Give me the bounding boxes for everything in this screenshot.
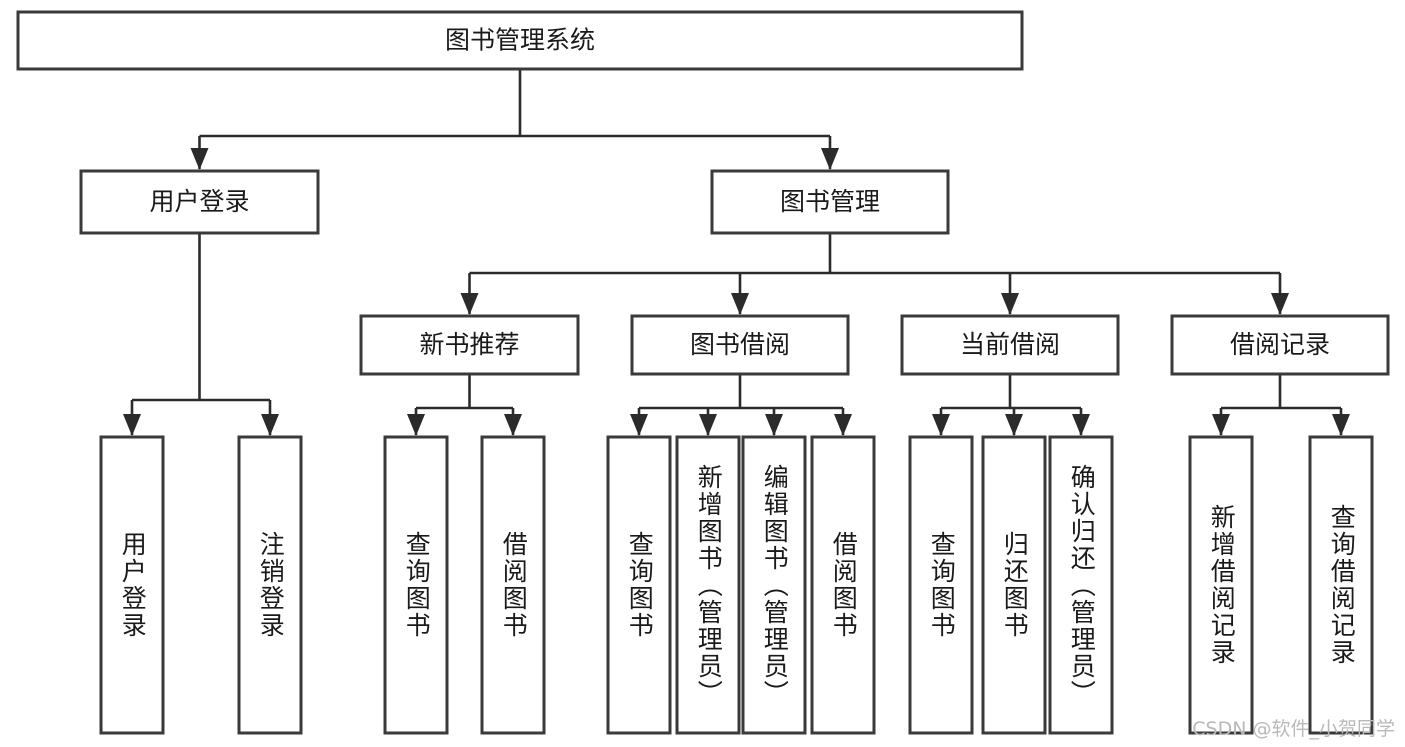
leaf-node-3[interactable] [480, 435, 546, 735]
connector-layer [123, 69, 1350, 436]
watermark-text: CSDN @软件_小贺同学 [1192, 718, 1395, 740]
leaf-node-1[interactable] [237, 435, 303, 735]
leaf-node-7[interactable] [810, 435, 876, 735]
level3-node-2[interactable] [900, 314, 1120, 376]
node-box-layer [16, 10, 1390, 735]
leaf-node-5[interactable] [675, 435, 741, 735]
root-node-book-management-system[interactable] [16, 10, 1024, 71]
root-node-book-management-system-label: 图书管理系统 [445, 26, 595, 55]
level3-node-3[interactable] [1170, 314, 1390, 376]
leaf-node-4[interactable] [606, 435, 672, 735]
level3-node-3-label: 借阅记录 [1230, 330, 1330, 359]
leaf-node-6[interactable] [741, 435, 807, 735]
level3-node-1[interactable] [630, 314, 850, 376]
level3-node-0-label: 新书推荐 [419, 330, 519, 359]
level3-node-2-label: 当前借阅 [960, 330, 1060, 359]
level3-node-0[interactable] [359, 314, 580, 376]
level3-node-1-label: 图书借阅 [690, 330, 790, 359]
level2-node-0-label: 用户登录 [149, 187, 249, 216]
level2-node-0[interactable] [79, 169, 320, 235]
leaf-node-2[interactable] [383, 435, 449, 735]
leaf-node-12[interactable] [1308, 435, 1374, 735]
level2-node-1-label: 图书管理 [780, 187, 880, 216]
leaf-node-11[interactable] [1188, 435, 1254, 735]
leaf-node-9[interactable] [981, 435, 1047, 735]
leaf-node-0[interactable] [99, 435, 165, 735]
leaf-node-8[interactable] [908, 435, 974, 735]
level2-node-1[interactable] [710, 169, 950, 235]
leaf-node-10[interactable] [1048, 435, 1114, 735]
